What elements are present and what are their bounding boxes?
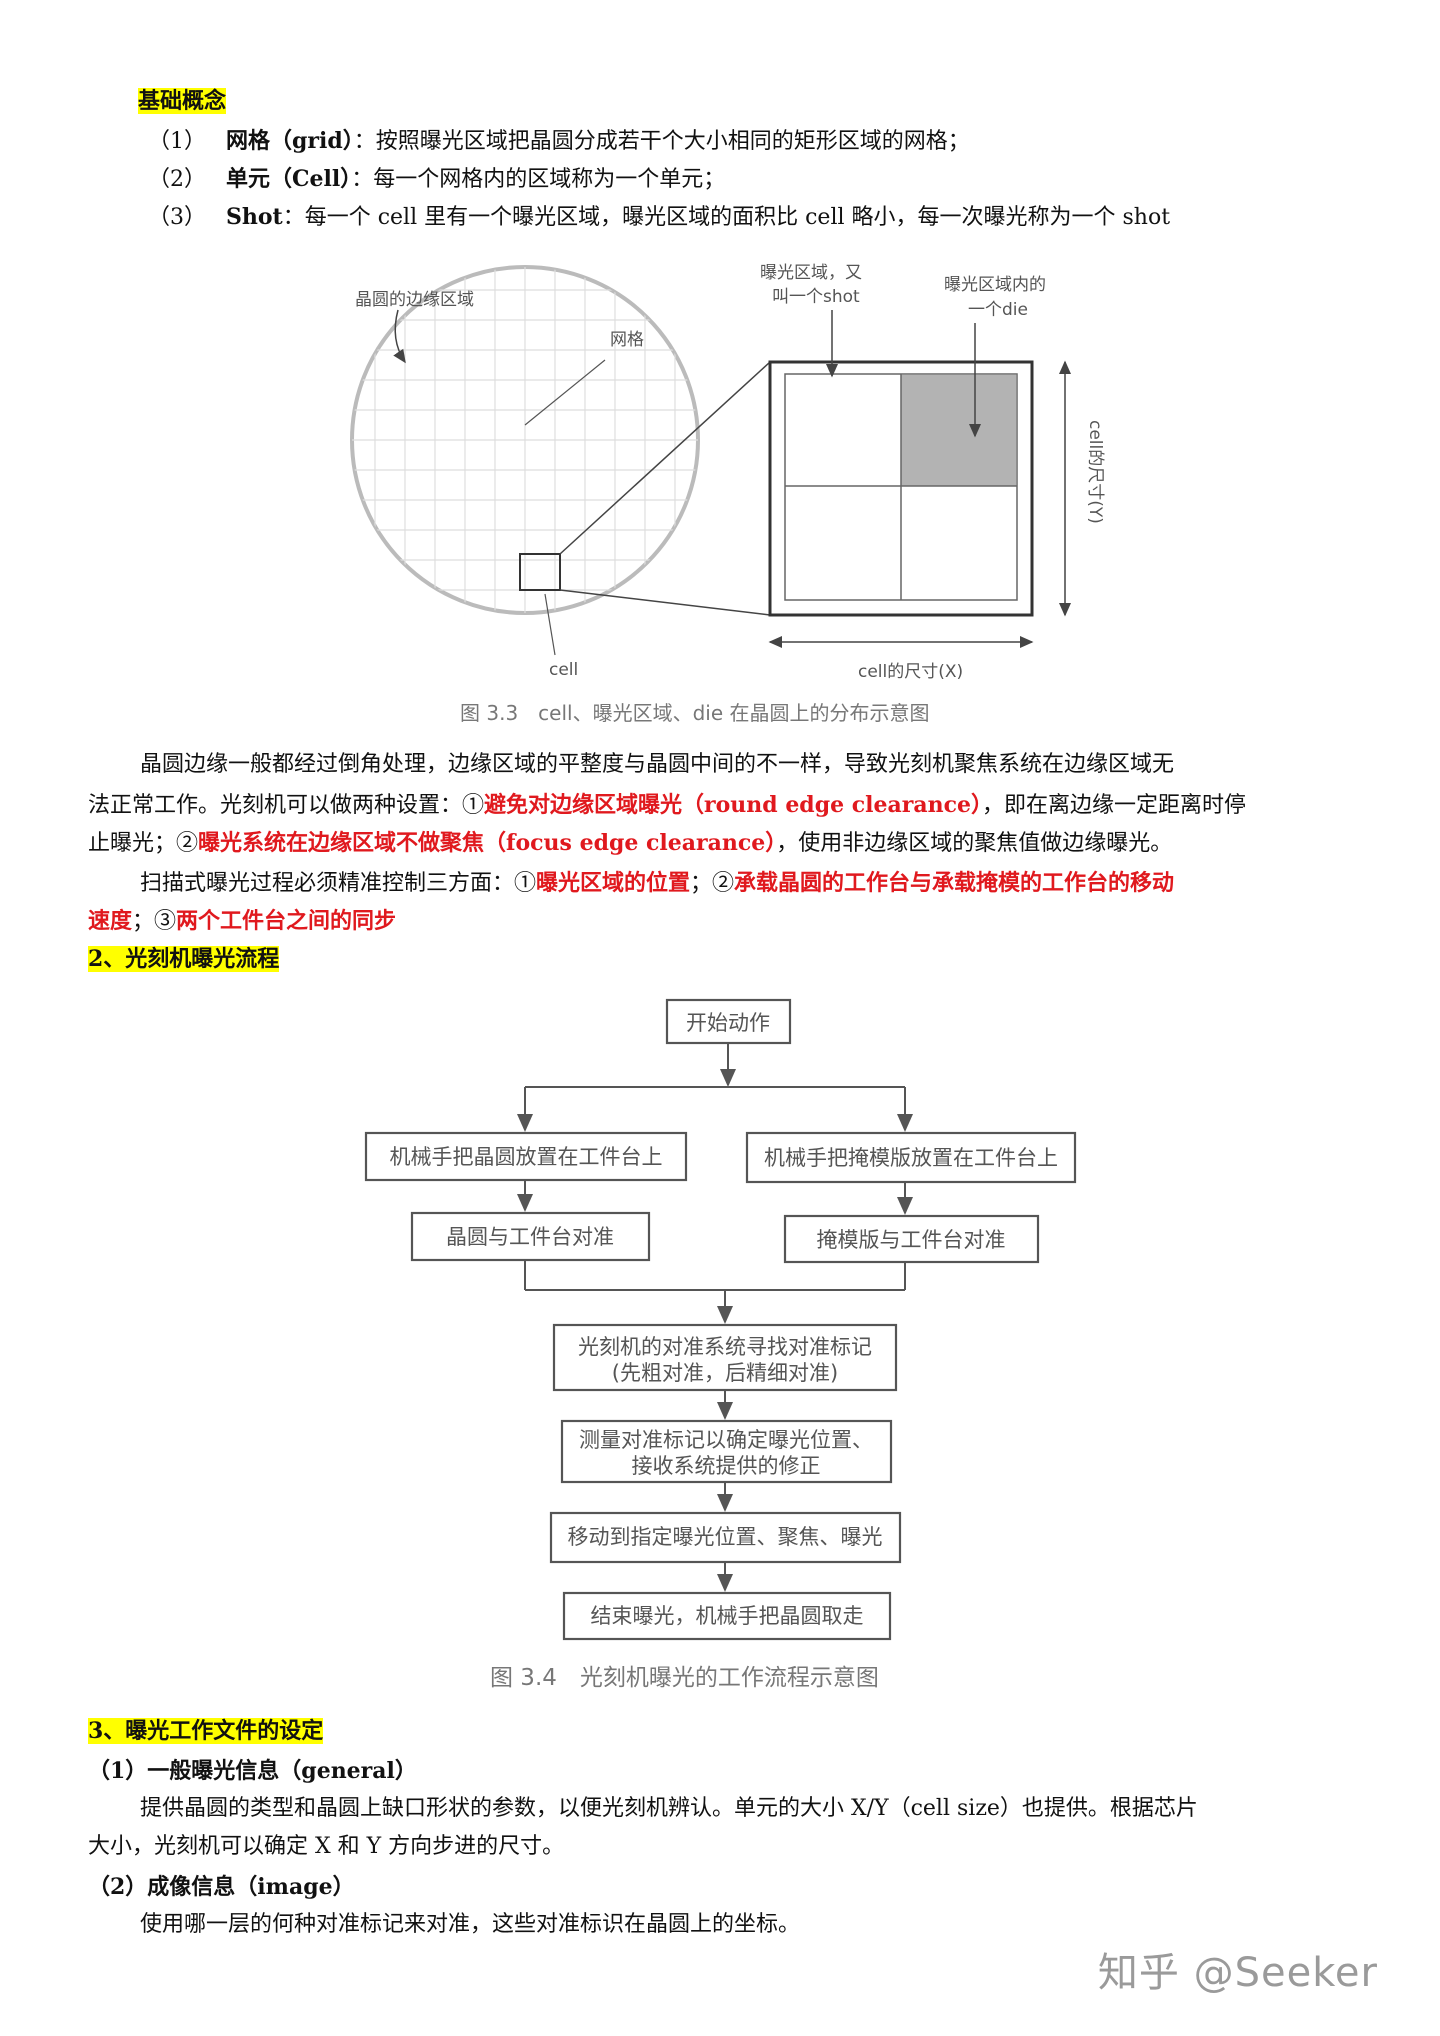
definition-cell: （2） 单元（Cell）：每一个网格内的区域称为一个单元； — [148, 164, 725, 195]
section-heading-3: 3、曝光工作文件的设定 — [88, 1718, 324, 1744]
para2-line2: 速度；③两个工件台之间的同步 — [88, 908, 397, 934]
flow-step5-box — [549, 1511, 902, 1564]
cell-pointer — [544, 593, 556, 656]
wafer-circle — [350, 265, 700, 615]
general-line2: 大小，光刻机可以确定 X 和 Y 方向步进的尺寸。 — [88, 1834, 565, 1859]
flow-left1-text: 机械手把晶圆放置在工件台上 — [390, 1145, 663, 1169]
label-edge: 晶圆的边缘区域 — [355, 290, 474, 310]
die-highlight — [900, 373, 1018, 487]
definition-number: （2） — [148, 167, 206, 192]
highlighted-cell — [519, 553, 561, 591]
subheading-image: （2）成像信息（image） — [88, 1874, 355, 1900]
definition-grid: （1） 网格（grid）：按照曝光区域把晶圆分成若干个大小相同的矩形区域的网格； — [148, 126, 970, 157]
label-shot-1: 曝光区域，又 — [760, 263, 862, 283]
image-line1: 使用哪一层的何种对准标记来对准，这些对准标识在晶圆上的坐标。 — [140, 1912, 801, 1937]
flow-step4-text2: 接收系统提供的修正 — [632, 1454, 821, 1478]
flow-step6-box — [562, 1591, 892, 1641]
zoom-line-top — [559, 361, 771, 555]
flow-right1-text: 机械手把掩模版放置在工件台上 — [764, 1146, 1058, 1170]
figure-3-3-caption: 图 3.3 cell、曝光区域、die 在晶圆上的分布示意图 — [460, 701, 930, 725]
definition-text: ：每一个网格内的区域称为一个单元； — [351, 167, 726, 192]
edge-arrow — [393, 309, 406, 364]
label-cell-y: cell的尺寸(Y) — [1085, 420, 1105, 524]
flow-step5-text: 移动到指定曝光位置、聚焦、曝光 — [568, 1525, 883, 1549]
figure-3-4-caption: 图 3.4 光刻机曝光的工作流程示意图 — [490, 1665, 879, 1691]
flow-right2-text: 掩模版与工件台对准 — [817, 1228, 1006, 1252]
definition-text: ：每一个 cell 里有一个曝光区域，曝光区域的面积比 cell 略小，每一次曝… — [282, 205, 1171, 230]
definition-number: （1） — [148, 129, 206, 154]
definition-term: 网格（grid） — [226, 128, 354, 154]
definition-text: ：按照曝光区域把晶圆分成若干个大小相同的矩形区域的网格； — [353, 129, 970, 154]
label-cell: cell — [549, 660, 578, 680]
flow-step4-text1: 测量对准标记以确定曝光位置、 — [579, 1428, 873, 1452]
section-heading-2: 2、光刻机曝光流程 — [88, 946, 280, 972]
highlight-focus-edge: 曝光系统在边缘区域不做聚焦（focus edge clearance） — [198, 830, 777, 856]
flow-right1-box — [745, 1131, 1077, 1184]
label-die-1: 曝光区域内的 — [944, 275, 1046, 295]
definition-term: 单元（Cell） — [226, 166, 352, 192]
definition-number: （3） — [148, 205, 206, 230]
para2-line1: 扫描式曝光过程必须精准控制三方面：①曝光区域的位置；②承载晶圆的工作台与承载掩模… — [140, 870, 1175, 896]
label-cell-x: cell的尺寸(X) — [858, 662, 963, 682]
flow-right2-box — [783, 1214, 1040, 1264]
para1-line1: 晶圆边缘一般都经过倒角处理，边缘区域的平整度与晶圆中间的不一样，导致光刻机聚焦系… — [140, 752, 1175, 777]
definition-shot: （3） Shot：每一个 cell 里有一个曝光区域，曝光区域的面积比 cell … — [148, 202, 1170, 233]
label-shot-2: 叫一个shot — [772, 287, 860, 307]
flow-left2-box — [410, 1211, 651, 1262]
highlight-round-edge: 避免对边缘区域曝光（round edge clearance） — [484, 792, 982, 818]
para1-line2: 法正常工作。光刻机可以做两种设置：①避免对边缘区域曝光（round edge c… — [88, 792, 1246, 818]
flow-step3-text2: (先粗对准，后精细对准) — [612, 1361, 838, 1385]
label-grid: 网格 — [610, 330, 644, 350]
para1-line3: 止曝光；②曝光系统在边缘区域不做聚焦（focus edge clearance）… — [88, 830, 1173, 856]
flow-start-box — [665, 998, 792, 1045]
flow-step3-box — [552, 1323, 898, 1392]
section-heading-basic: 基础概念 — [138, 88, 227, 114]
watermark: 知乎 @Seeker — [1097, 1950, 1378, 1996]
flow-start-text: 开始动作 — [686, 1011, 770, 1035]
label-die-2: 一个die — [968, 300, 1028, 320]
flow-step4-box — [560, 1419, 893, 1484]
flow-left1-box — [364, 1131, 688, 1182]
figure-3-4-flowchart: 开始动作 机械手把晶圆放置在工件台上 机械手把掩模版放置在工件台上 晶圆与工件台… — [364, 998, 1077, 1691]
subheading-general: （1）一般曝光信息（general） — [88, 1758, 417, 1784]
definition-term: Shot — [226, 204, 283, 230]
flow-left2-text: 晶圆与工件台对准 — [446, 1225, 614, 1249]
flow-step6-text: 结束曝光，机械手把晶圆取走 — [591, 1604, 864, 1628]
general-line1: 提供晶圆的类型和晶圆上缺口形状的参数，以便光刻机辨认。单元的大小 X/Y（cel… — [140, 1796, 1198, 1821]
flow-step3-text1: 光刻机的对准系统寻找对准标记 — [578, 1335, 872, 1359]
grid-pointer — [524, 359, 606, 426]
zoom-line-bottom — [559, 589, 771, 616]
figure-3-3: 晶圆的边缘区域 网格 cell 曝光区域，又 叫一个shot 曝光区域内的 一个… — [350, 263, 1105, 725]
